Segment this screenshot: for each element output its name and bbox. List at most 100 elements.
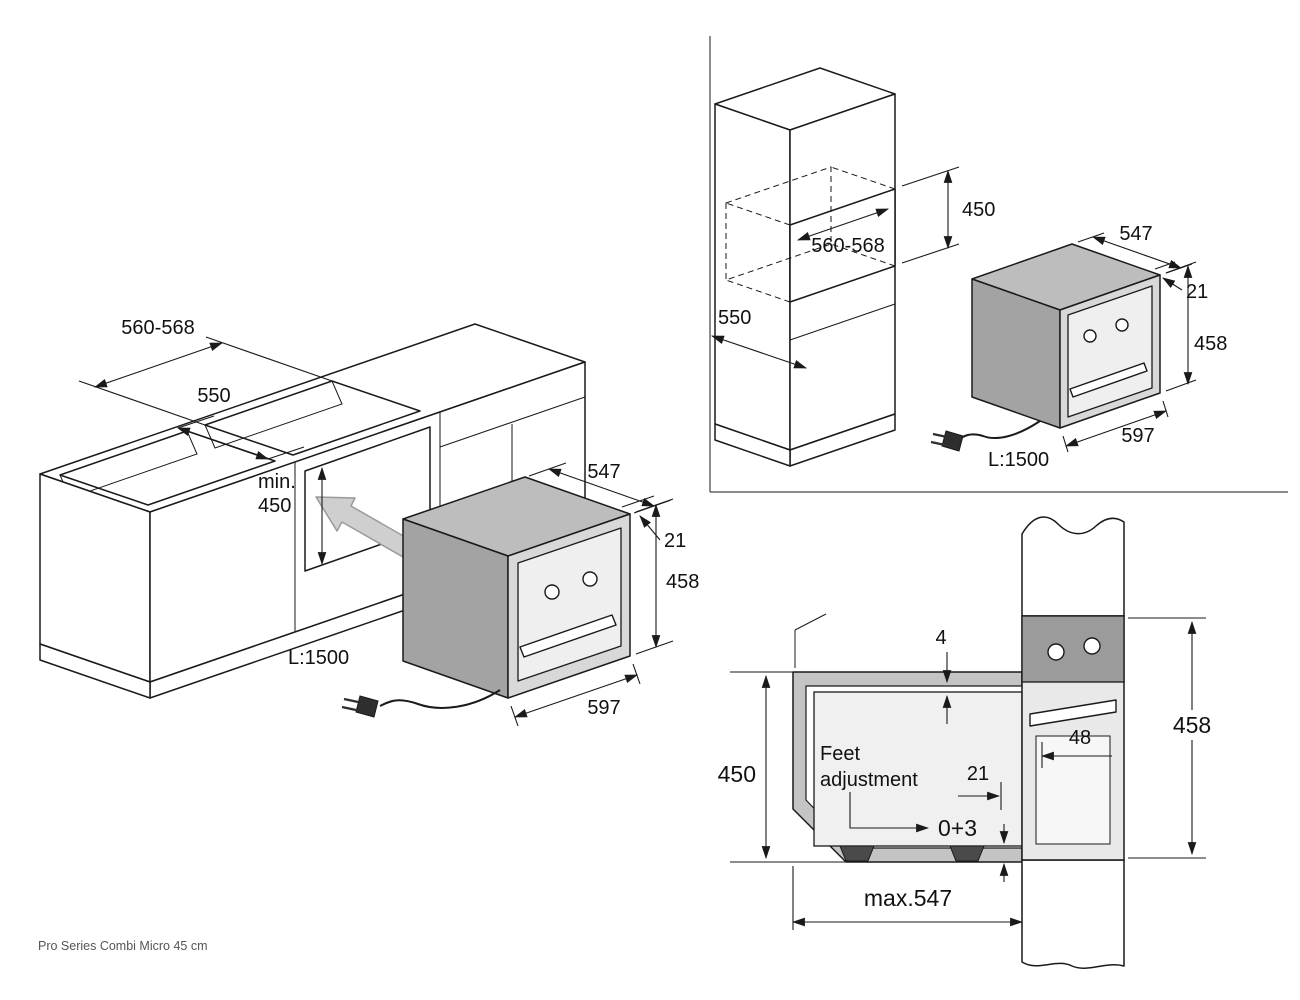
dim-label-oven-width: 597	[587, 697, 620, 719]
break-line	[794, 613, 827, 631]
oven-handle	[1069, 362, 1148, 398]
dim-oven-height: 458	[1165, 261, 1227, 392]
power-cord-group: L:1500	[930, 420, 1049, 471]
leader-line	[1162, 277, 1183, 291]
ext-line	[267, 446, 305, 460]
panel-dividers	[709, 36, 1288, 493]
dim-line	[1091, 236, 1183, 269]
left-panel: L:1500 560-568 550 min. 450 547	[39, 317, 699, 727]
dim-frame-overhang: 21	[621, 495, 686, 552]
dim-label-frame: 21	[1186, 281, 1208, 303]
dim-front-frame: 21	[958, 763, 1002, 810]
dim-label-niche-height: 450	[962, 199, 995, 221]
dim-label-oven-width: 597	[1121, 425, 1154, 447]
feet-note-line2: adjustment	[820, 769, 918, 791]
dim-label-min-prefix: min.	[258, 471, 296, 493]
dim-label-niche-depth: 550	[197, 385, 230, 407]
dim-label-niche-width: 560-568	[121, 317, 194, 339]
oven-knob-icon	[1083, 329, 1097, 343]
oven-knob-icon	[582, 571, 598, 587]
ext-line	[205, 336, 333, 382]
dim-line	[1064, 410, 1168, 447]
ext-line	[1162, 400, 1169, 418]
power-plug-icon	[355, 695, 379, 718]
dim-label-oven-depth: 547	[587, 461, 620, 483]
dim-niche-width: 560-568	[796, 208, 890, 257]
dim-line	[710, 335, 808, 369]
niche-back-dashed	[725, 166, 832, 281]
dim-line	[547, 468, 656, 507]
oven-foot	[949, 845, 985, 862]
dim-label-niche-width: 560-568	[811, 235, 884, 257]
oven-knob-icon	[1115, 318, 1129, 332]
dim-label-niche-height: 450	[718, 761, 756, 787]
tall-cabinet	[714, 67, 896, 467]
ext-line	[621, 495, 655, 508]
niche-depth-dashed	[725, 279, 791, 303]
niche-depth-dashed	[725, 202, 791, 226]
dim-line	[796, 208, 890, 241]
page-caption: Pro Series Combi Micro 45 cm	[38, 939, 208, 953]
oven-body-section	[813, 691, 1023, 847]
ext-line	[78, 380, 206, 426]
dim-line	[176, 427, 270, 460]
door-seam	[439, 396, 586, 448]
plug-prong-icon	[932, 432, 948, 439]
oven-knob-icon	[1083, 637, 1101, 655]
door-seam	[789, 303, 896, 341]
ext-line	[632, 663, 641, 685]
dim-oven-width: 597	[1062, 400, 1169, 453]
niche-depth-dashed	[830, 166, 896, 190]
ext-line	[1062, 435, 1069, 453]
feet-note-line1: Feet	[820, 743, 860, 765]
power-cord	[379, 689, 501, 709]
power-plug-icon	[941, 430, 964, 452]
oven-isometric	[402, 476, 631, 699]
dim-oven-width: 597	[510, 663, 641, 727]
dim-line	[93, 342, 224, 388]
ext-line	[901, 166, 960, 187]
feet-adjustment-note: Feet adjustment 0+3	[820, 743, 1009, 882]
bottom-right-panel: 4 458 450 48 21 Feet adjustment	[718, 516, 1219, 969]
dim-oven-height: 458	[1128, 617, 1219, 859]
oven-handle	[1029, 699, 1117, 727]
power-cord-group: L:1500	[288, 647, 501, 718]
ext-line	[635, 498, 674, 513]
front-column-lower	[1021, 859, 1125, 969]
oven-door	[1035, 735, 1111, 845]
oven-handle	[519, 614, 617, 658]
ext-line	[635, 640, 674, 655]
plinth-side	[714, 423, 791, 467]
dim-label-feet-range: 0+3	[938, 815, 977, 841]
dim-niche-height: 450	[718, 671, 846, 863]
label-backing	[1166, 710, 1219, 740]
leader-line	[639, 515, 661, 541]
ext-line	[1165, 379, 1197, 392]
dim-label-oven-height: 458	[1194, 333, 1227, 355]
dim-label-top-gap: 4	[935, 627, 946, 649]
leader-line	[849, 792, 930, 833]
dim-label-front-frame: 21	[967, 763, 989, 785]
ext-line	[528, 462, 567, 477]
dim-label-cabinet-depth: 550	[718, 307, 751, 329]
ext-line	[1077, 232, 1105, 243]
power-cord	[956, 420, 1041, 442]
ext-line	[901, 243, 960, 264]
dim-top-gap: 4	[935, 627, 952, 724]
ext-line	[1165, 261, 1197, 274]
plug-prong-icon	[343, 697, 359, 704]
oven-knob-icon	[1047, 643, 1065, 661]
plinth-side	[39, 643, 151, 699]
niche-depth-dashed	[830, 243, 896, 267]
dim-label-max-depth: max.547	[864, 885, 952, 911]
plug-prong-icon	[341, 705, 357, 712]
oven-control-panel	[1021, 615, 1125, 683]
dim-line	[513, 674, 639, 718]
front-column-upper	[1021, 516, 1125, 617]
ext-line	[1154, 261, 1176, 270]
ext-line	[177, 415, 215, 429]
top-right-panel: 450 560-568 550 L:1500	[710, 67, 1227, 471]
dim-niche-width: 560-568	[78, 317, 333, 426]
